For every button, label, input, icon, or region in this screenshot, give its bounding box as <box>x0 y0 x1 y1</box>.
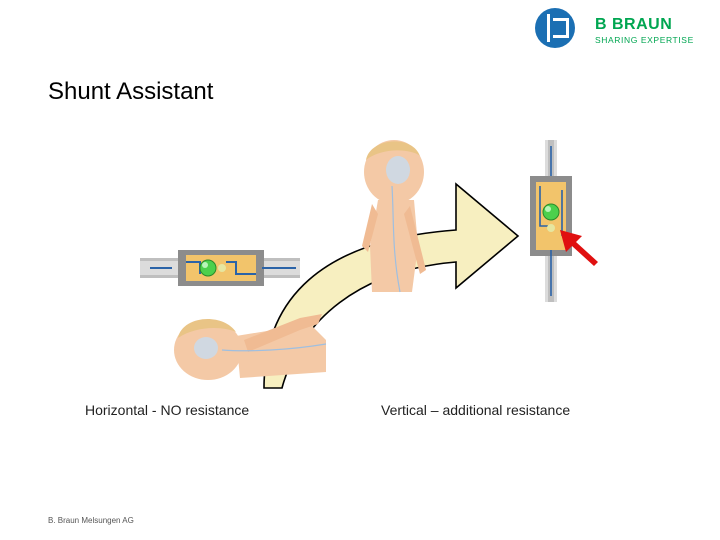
footer-company: B. Braun Melsungen AG <box>48 516 134 525</box>
lying-child-icon <box>174 314 327 380</box>
caption-horizontal: Horizontal - NO resistance <box>85 402 250 418</box>
brand-tagline: SHARING EXPERTISE <box>595 35 694 45</box>
company-logo: B BRAUN SHARING EXPERTISE <box>533 6 713 50</box>
brand-name: B BRAUN <box>595 16 673 33</box>
vertical-valve-icon <box>530 140 572 302</box>
melsungen-badge-icon <box>535 8 575 48</box>
standing-child-icon <box>362 140 426 293</box>
horizontal-valve-icon <box>140 250 300 286</box>
red-pointer-arrow-icon <box>560 230 598 266</box>
page-title: Shunt Assistant <box>48 78 214 105</box>
caption-vertical: Vertical – additional resistance <box>381 402 571 418</box>
